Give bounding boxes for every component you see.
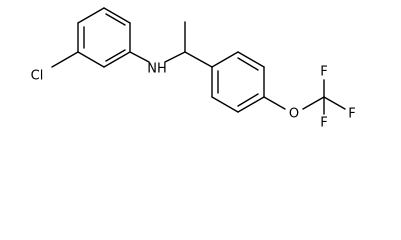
double-bond [237, 57, 259, 71]
bond [211, 96, 239, 113]
double-bond [105, 49, 126, 62]
c-cl-bond [51, 51, 79, 68]
bond [237, 51, 265, 68]
bond [77, 51, 105, 68]
bond [103, 51, 131, 68]
fluorine-label: F [320, 116, 327, 131]
c-o-bond [263, 96, 286, 110]
bond [77, 7, 105, 24]
chlorine-label: Cl [31, 69, 44, 84]
bond [103, 7, 131, 24]
c-n-bond [129, 51, 150, 63]
double-bond [237, 93, 259, 107]
chlorophenyl-ring [77, 7, 131, 68]
fluorine-label: F [348, 107, 355, 122]
phenyl-ring [211, 51, 265, 113]
structure-svg: Cl NH O F F F [31, 7, 356, 131]
oxygen-label: O [289, 107, 299, 122]
molecule-diagram: Cl NH O F F F [31, 7, 356, 131]
c-f-bond [323, 96, 346, 110]
bond [237, 96, 265, 113]
fluorine-label: F [320, 65, 327, 80]
c-aryl-bond [184, 51, 213, 68]
n-c-bond [164, 51, 186, 63]
double-bond [105, 13, 126, 26]
o-c-bond [302, 96, 325, 110]
bond [211, 51, 239, 68]
amine-label: NH [147, 62, 167, 77]
